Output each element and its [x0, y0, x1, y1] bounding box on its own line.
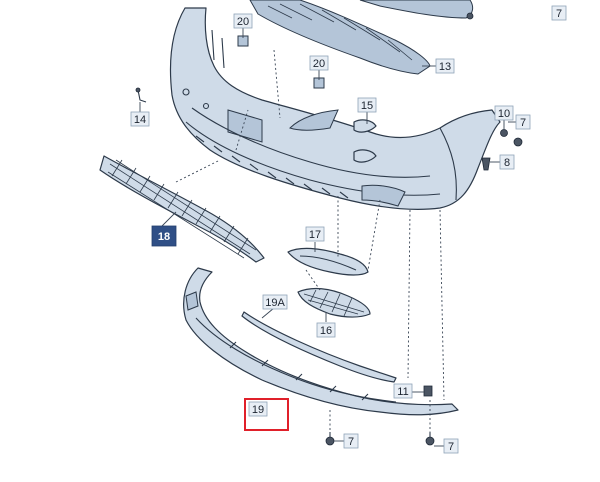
svg-text:13: 13 — [439, 61, 451, 73]
top-right-fragment[interactable] — [359, 0, 474, 20]
nut-10[interactable] — [500, 129, 508, 137]
callout-8[interactable]: 8 — [499, 154, 515, 170]
clip-8[interactable] — [481, 157, 491, 171]
callout-15[interactable]: 15 — [357, 97, 377, 113]
callout-14[interactable]: 14 — [130, 111, 150, 127]
svg-text:7: 7 — [348, 436, 354, 448]
svg-text:17: 17 — [309, 229, 321, 241]
selected-part-highlight — [244, 398, 289, 431]
svg-text:19A: 19A — [265, 297, 285, 309]
svg-text:20: 20 — [237, 16, 249, 28]
svg-text:19: 19 — [252, 404, 264, 416]
callout-11[interactable]: 11 — [393, 383, 413, 399]
callout-18-highlighted[interactable]: 18 — [151, 225, 177, 247]
svg-text:7: 7 — [448, 441, 454, 453]
callout-17[interactable]: 17 — [305, 226, 325, 242]
svg-text:15: 15 — [361, 100, 373, 112]
svg-text:11: 11 — [397, 386, 408, 398]
svg-text:7: 7 — [556, 8, 562, 20]
svg-text:14: 14 — [134, 114, 146, 126]
svg-text:20: 20 — [313, 58, 325, 70]
fog-light-grille-insert[interactable] — [297, 287, 371, 318]
bumper-cover[interactable] — [169, 7, 501, 210]
svg-text:10: 10 — [498, 108, 510, 120]
callout-13[interactable]: 13 — [435, 58, 455, 74]
trim-strip[interactable] — [241, 311, 397, 383]
callout-20-top[interactable]: 20 — [233, 13, 253, 29]
screw-7d[interactable] — [425, 432, 435, 446]
leader-lines — [139, 28, 516, 447]
callout-19[interactable]: 19 — [248, 401, 268, 417]
callout-7-right[interactable]: 7 — [515, 114, 531, 130]
clip-11[interactable] — [423, 385, 433, 397]
lower-grille[interactable] — [99, 155, 265, 263]
callout-19A[interactable]: 19A — [262, 294, 288, 310]
svg-text:16: 16 — [320, 325, 332, 337]
svg-text:7: 7 — [520, 117, 526, 129]
callout-7-top[interactable]: 7 — [551, 5, 567, 21]
callout-7-bottom-left[interactable]: 7 — [343, 433, 359, 449]
callout-20-mid[interactable]: 20 — [309, 55, 329, 71]
fog-light-bezel-upper[interactable] — [287, 247, 369, 276]
callout-7-bottom-right[interactable]: 7 — [443, 438, 459, 454]
svg-text:8: 8 — [504, 157, 510, 169]
lower-spoiler[interactable] — [183, 267, 459, 416]
callout-16[interactable]: 16 — [316, 322, 336, 338]
screw-7b[interactable] — [513, 137, 523, 147]
cover-cap-15[interactable] — [353, 119, 377, 163]
clip-14[interactable] — [135, 87, 147, 103]
upper-carrier-bracket[interactable] — [249, 0, 431, 75]
svg-text:18: 18 — [158, 231, 170, 243]
callout-10[interactable]: 10 — [494, 105, 514, 121]
